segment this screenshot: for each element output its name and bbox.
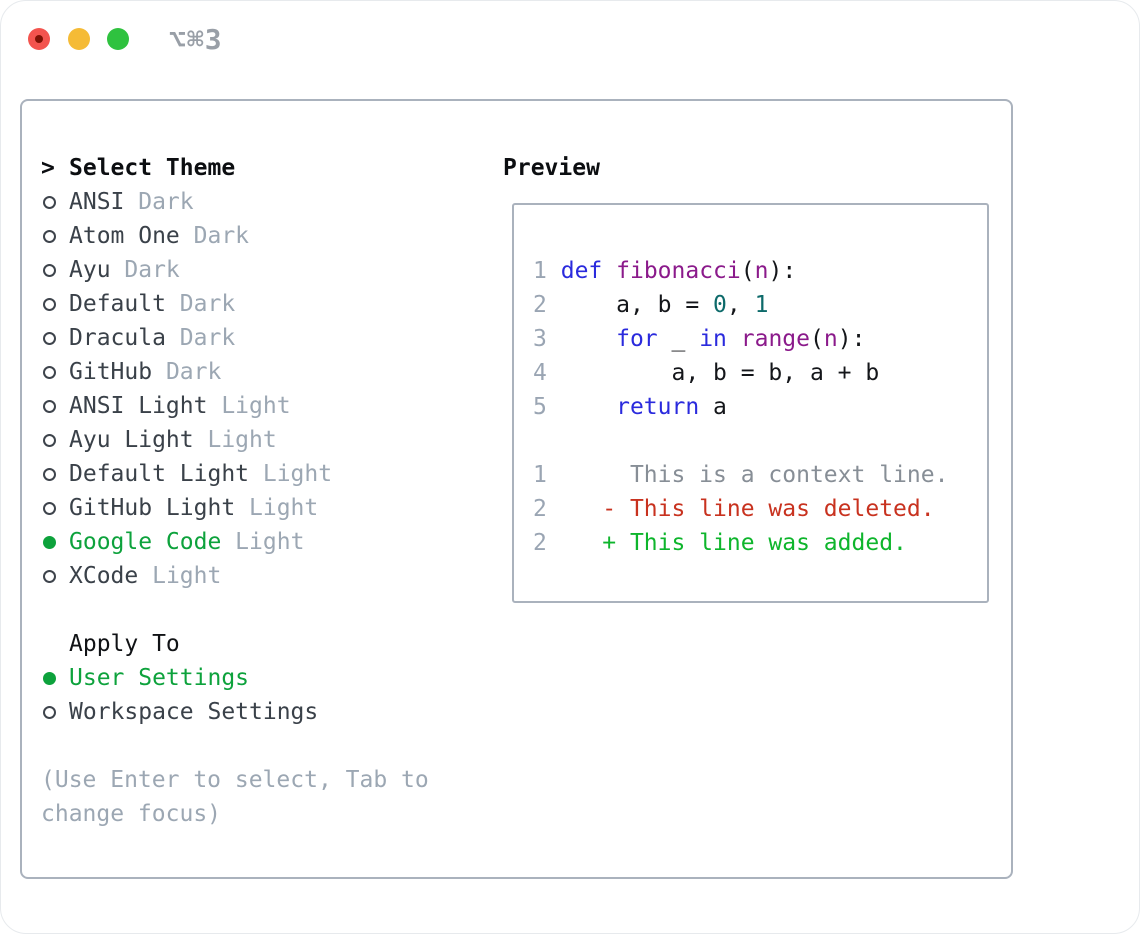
theme-name: Google Code (69, 529, 222, 555)
theme-name: Ayu Light (69, 427, 194, 453)
preview-pane: 1 def fibonacci(n): 2 a, b = 0, 1 3 for _ … (512, 203, 989, 603)
apply-option-workspace-settings[interactable]: Workspace Settings (41, 695, 491, 729)
theme-name: ANSI Light (69, 393, 208, 419)
cursor-icon: > (41, 155, 55, 181)
theme-variant: Light (193, 427, 277, 453)
keyboard-hint: (Use Enter to select, Tab to change focu… (41, 767, 429, 827)
minimize-button[interactable] (68, 28, 90, 50)
theme-name: Default Light (69, 461, 250, 487)
theme-list-title: Select Theme (69, 155, 236, 181)
close-button[interactable] (28, 28, 50, 50)
zoom-button[interactable] (107, 28, 129, 50)
radio-icon (43, 399, 56, 413)
theme-item-default-light[interactable]: Default Light Light (41, 457, 491, 491)
theme-item-ayu-light[interactable]: Ayu Light Light (41, 423, 491, 457)
code-line: 3 for _ in range(n): (533, 326, 866, 352)
theme-name: ANSI (69, 189, 125, 215)
radio-icon (43, 705, 56, 719)
code-line: 2 a, b = 0, 1 (533, 292, 769, 318)
theme-item-atom-one[interactable]: Atom One Dark (41, 219, 491, 253)
radio-selected-icon (43, 671, 56, 685)
theme-item-default[interactable]: Default Dark (41, 287, 491, 321)
theme-variant: Dark (124, 189, 194, 215)
code-line: 1 This is a context line. (533, 462, 949, 488)
radio-icon (43, 195, 56, 209)
theme-list-header: > Select Theme (41, 151, 491, 185)
theme-name: Dracula (69, 325, 166, 351)
code-line: 1 def fibonacci(n): (533, 258, 797, 284)
apply-option-user-settings[interactable]: User Settings (41, 661, 491, 695)
spacer (41, 729, 491, 763)
theme-variant: Light (249, 461, 333, 487)
radio-icon (43, 569, 56, 583)
titlebar: ⌥⌘3 (1, 1, 1139, 79)
theme-name: GitHub (69, 359, 153, 385)
code-line: 2 + This line was added. (533, 530, 907, 556)
theme-item-ansi[interactable]: ANSI Dark (41, 185, 491, 219)
theme-variant: Dark (165, 325, 236, 351)
code-line (533, 424, 987, 458)
theme-item-ansi-light[interactable]: ANSI Light Light (41, 389, 491, 423)
radio-icon (43, 297, 56, 311)
theme-variant: Light (138, 563, 222, 589)
theme-variant: Light (207, 393, 291, 419)
apply-option-label: User Settings (69, 665, 250, 691)
theme-variant: Dark (165, 291, 236, 317)
code-line: 2 - This line was deleted. (533, 496, 935, 522)
theme-variant: Dark (179, 223, 250, 249)
apply-option-label: Workspace Settings (69, 699, 319, 725)
radio-icon (43, 467, 56, 481)
theme-item-dracula[interactable]: Dracula Dark (41, 321, 491, 355)
theme-name: XCode (69, 563, 139, 589)
theme-name: Ayu (69, 257, 111, 283)
theme-item-ayu[interactable]: Ayu Dark (41, 253, 491, 287)
radio-icon (43, 331, 56, 345)
theme-item-xcode[interactable]: XCode Light (41, 559, 491, 593)
spacer (41, 593, 491, 627)
radio-icon (43, 365, 56, 379)
theme-item-github-light[interactable]: GitHub Light Light (41, 491, 491, 525)
theme-item-github[interactable]: GitHub Dark (41, 355, 491, 389)
theme-variant: Light (221, 529, 305, 555)
theme-variant: Dark (110, 257, 180, 283)
code-line: 4 a, b = b, a + b (533, 360, 880, 386)
radio-icon (43, 229, 56, 243)
theme-variant: Light (235, 495, 319, 521)
radio-selected-icon (43, 535, 56, 549)
theme-name: GitHub Light (69, 495, 236, 521)
code-line: 5 return a (533, 394, 727, 420)
apply-to-header: Apply To (41, 627, 491, 661)
radio-icon (43, 501, 56, 515)
theme-name: Atom One (69, 223, 180, 249)
theme-variant: Dark (152, 359, 222, 385)
apply-to-title: Apply To (69, 631, 180, 657)
radio-icon (43, 263, 56, 277)
theme-item-google-code[interactable]: Google Code Light (41, 525, 491, 559)
theme-name: Default (69, 291, 166, 317)
radio-icon (43, 433, 56, 447)
preview-title: Preview (503, 155, 600, 181)
window-title: ⌥⌘3 (169, 23, 223, 56)
